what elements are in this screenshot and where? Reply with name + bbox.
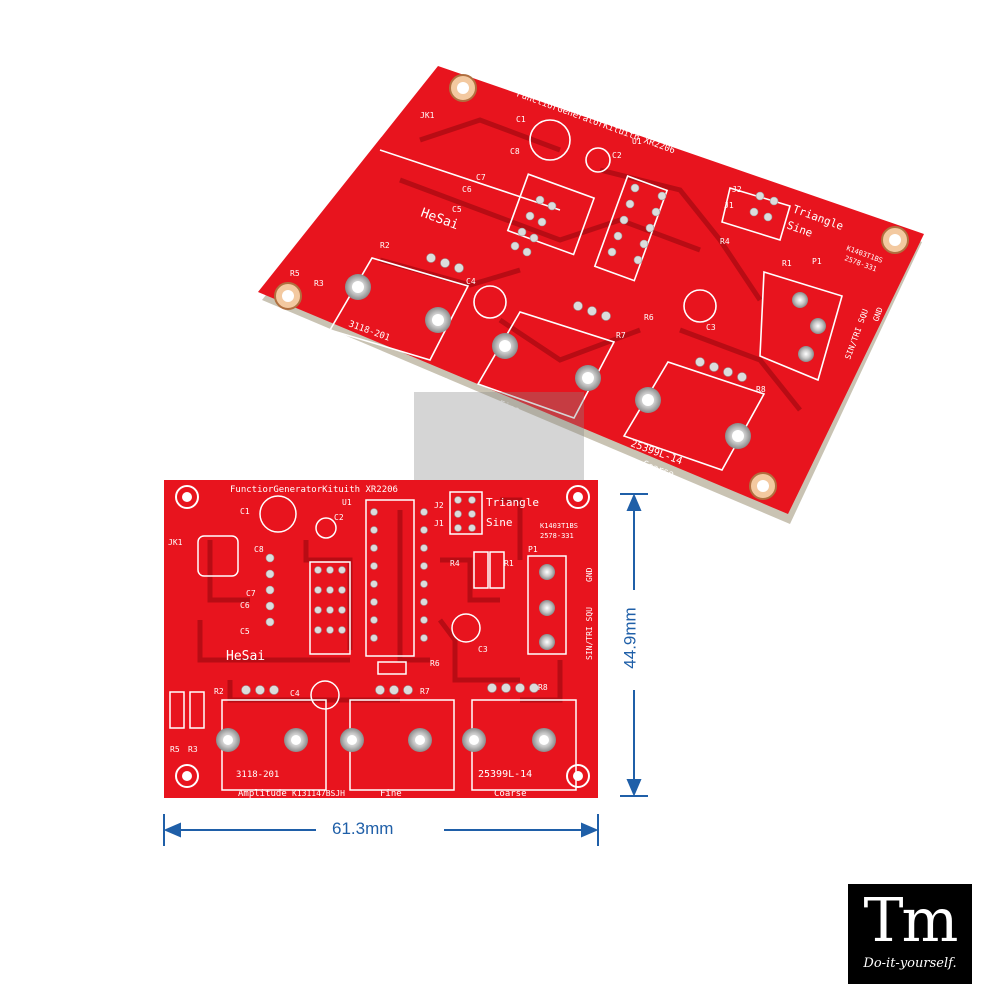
flat-ref-r4: R4	[450, 559, 460, 568]
flat-ref-c3: C3	[478, 645, 488, 654]
width-dimension-label: 61.3mm	[332, 819, 394, 838]
flat-fine-code: K131147BSJH	[292, 789, 345, 798]
dimension-arrows	[163, 493, 648, 846]
angled-ref-c2: C2	[612, 151, 622, 160]
angled-ref-r6: R6	[644, 313, 654, 322]
flat-ref-jk1: JK1	[168, 538, 183, 547]
angled-ref-c7: C7	[476, 173, 486, 182]
angled-ref-c3: C3	[706, 323, 716, 332]
angled-silkscreen	[328, 119, 843, 471]
angled-ref-p1: P1	[812, 257, 822, 266]
height-dimension-label: 44.9mm	[620, 607, 640, 669]
flat-ref-c1: C1	[240, 507, 250, 516]
center-watermark	[414, 392, 584, 482]
flat-mounting-holes	[175, 485, 590, 788]
logo-mark: Tm	[863, 886, 959, 956]
flat-ref-c5: C5	[240, 627, 250, 636]
flat-ref-j1: J1	[434, 519, 444, 528]
flat-sine-label: Sine	[486, 516, 513, 529]
angled-ref-jk1: JK1	[420, 111, 435, 120]
angled-ref-r5: R5	[290, 269, 300, 278]
height-arrow-bottom	[626, 779, 642, 797]
height-arrow-top	[626, 493, 642, 511]
flat-ref-p1: P1	[528, 545, 538, 554]
angled-ref-r2: R2	[380, 241, 390, 250]
angled-ref-c4: C4	[466, 277, 476, 286]
flat-brand-label: HeSai	[226, 649, 265, 664]
flat-ref-c4: C4	[290, 689, 300, 698]
flat-triangle-label: Triangle	[486, 496, 539, 509]
angled-ref-c1: C1	[516, 115, 526, 124]
board-surface	[258, 66, 924, 514]
flat-part-code-b: 2578-331	[540, 532, 574, 540]
angled-ref-r1: R1	[782, 259, 792, 268]
flat-ref-c2: C2	[334, 513, 344, 522]
flat-coarse-label: Coarse	[494, 789, 527, 799]
flat-small-pads	[241, 496, 539, 695]
flat-amp-part: 3118-201	[236, 770, 279, 780]
logo-tagline: Do-it-yourself.	[863, 956, 957, 971]
angled-ref-u1: U1	[632, 137, 642, 146]
flat-pcb-board: FunctiorGeneratorKituith XR2206 HeSai Tr…	[164, 480, 598, 799]
flat-coarse-part: 25399L-14	[478, 769, 532, 780]
flat-silkscreen	[169, 491, 577, 791]
flat-fine-label: Fine	[380, 789, 402, 799]
flat-ref-r7: R7	[420, 687, 430, 696]
angled-ref-r4: R4	[720, 237, 730, 246]
flat-gnd-label: GND	[585, 567, 594, 582]
flat-ref-c6: C6	[240, 601, 250, 610]
angled-ref-c5: C5	[452, 205, 462, 214]
flat-ref-r1: R1	[504, 559, 514, 568]
flat-ref-j2: J2	[434, 501, 444, 510]
width-arrow-right	[581, 822, 599, 838]
angled-ref-c6: C6	[462, 185, 472, 194]
flat-ref-c7: C7	[246, 589, 256, 598]
angled-small-pads	[426, 183, 779, 382]
flat-sqw-label: SIN/TRI SQU	[585, 607, 594, 660]
angled-mounting-holes	[274, 74, 909, 500]
flat-ref-u1: U1	[342, 498, 352, 507]
flat-ref-r2: R2	[214, 687, 224, 696]
angled-ref-j2: J2	[732, 185, 742, 194]
angled-ref-r8: R8	[756, 385, 766, 394]
flat-part-code-a: K1403T1BS	[540, 522, 578, 530]
angled-ref-j1: J1	[724, 201, 734, 210]
angled-pcb-board: FunctiorGeneratorKituith XR2206 HeSai Tr…	[258, 66, 924, 524]
flat-board-text: FunctiorGeneratorKituith XR2206 HeSai Tr…	[168, 485, 594, 799]
flat-amplitude-label: Amplitude	[238, 789, 287, 799]
angled-ref-c8: C8	[510, 147, 520, 156]
flat-ref-r5: R5	[170, 745, 180, 754]
flat-board-title: FunctiorGeneratorKituith XR2206	[230, 485, 398, 495]
watermark-logo: Tm Do-it-yourself.	[848, 884, 972, 984]
angled-ref-r3: R3	[314, 279, 324, 288]
width-arrow-left	[163, 822, 181, 838]
flat-ref-r6: R6	[430, 659, 440, 668]
flat-ref-r3: R3	[188, 745, 198, 754]
flat-ref-c8: C8	[254, 545, 264, 554]
angled-traces	[379, 117, 802, 412]
flat-pot-pads	[216, 564, 556, 752]
angled-pot-pads	[345, 274, 826, 449]
angled-ref-r7: R7	[616, 331, 626, 340]
flat-ref-r8: R8	[538, 683, 548, 692]
